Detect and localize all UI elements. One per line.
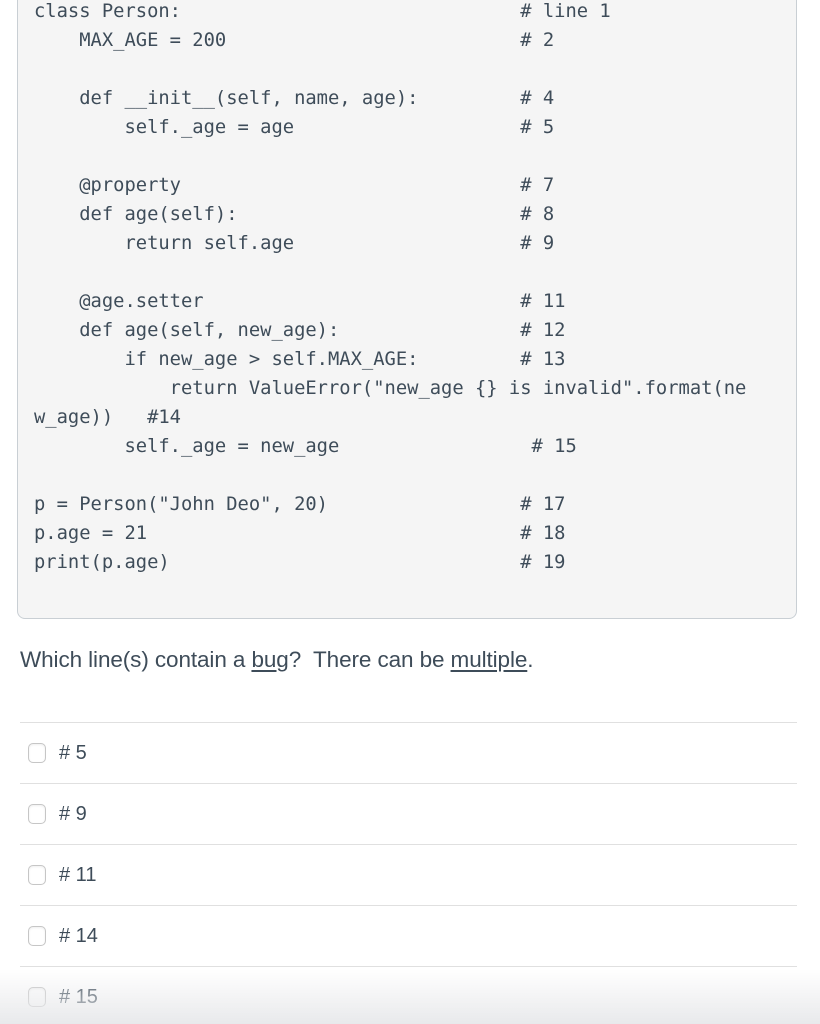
option-row[interactable]: # 11 xyxy=(20,844,797,905)
code-line: class Person: # line 1 xyxy=(34,1,611,22)
question-segment: . xyxy=(527,647,534,672)
checkbox[interactable] xyxy=(28,926,46,946)
option-row[interactable]: # 14 xyxy=(20,905,797,966)
option-row[interactable]: # 5 xyxy=(20,722,797,783)
code-line xyxy=(34,461,780,490)
code-line: return ValueError("new_age {} is invalid… xyxy=(34,378,747,399)
option-label: # 5 xyxy=(59,741,87,764)
code-line: self._age = age # 5 xyxy=(34,117,555,138)
options-list: # 5 # 9 # 11 # 14 # 15 xyxy=(20,722,797,1024)
code-line: return self.age # 9 xyxy=(34,233,555,254)
checkbox[interactable] xyxy=(28,865,46,885)
option-label: # 9 xyxy=(59,802,87,825)
checkbox[interactable] xyxy=(28,804,46,824)
code-line xyxy=(34,142,780,171)
option-label: # 14 xyxy=(59,924,98,947)
code-line: w_age)) #14 xyxy=(34,407,181,428)
checkbox[interactable] xyxy=(28,743,46,763)
code-line: MAX_AGE = 200 # 2 xyxy=(34,30,555,51)
question-underlined-word: multiple xyxy=(450,647,528,672)
question-segment: ? There can be xyxy=(288,647,451,672)
code-line: p.age = 21 # 18 xyxy=(34,523,566,544)
code-line: def __init__(self, name, age): # 4 xyxy=(34,88,555,109)
code-line xyxy=(34,258,780,287)
code-line xyxy=(34,55,780,84)
code-lines: class Person: # line 1 MAX_AGE = 200 # 2… xyxy=(34,0,780,606)
code-line: def age(self): # 8 xyxy=(34,204,555,225)
code-block: class Person: # line 1 MAX_AGE = 200 # 2… xyxy=(17,0,797,619)
code-line: if new_age > self.MAX_AGE: # 13 xyxy=(34,349,566,370)
checkbox[interactable] xyxy=(28,987,46,1007)
code-line: @age.setter # 11 xyxy=(34,291,566,312)
option-label: # 15 xyxy=(59,985,98,1008)
code-line xyxy=(34,577,780,606)
code-line: self._age = new_age # 15 xyxy=(34,436,577,457)
option-label: # 11 xyxy=(59,863,97,886)
code-line: print(p.age) # 19 xyxy=(34,552,566,573)
question-segment: Which line(s) contain a xyxy=(20,647,252,672)
question-underlined-word: bug xyxy=(251,647,289,672)
option-row[interactable]: # 9 xyxy=(20,783,797,844)
question-text: Which line(s) contain a bug? There can b… xyxy=(20,645,797,675)
code-line: @property # 7 xyxy=(34,175,555,196)
code-line: def age(self, new_age): # 12 xyxy=(34,320,566,341)
code-line: p = Person("John Deo", 20) # 17 xyxy=(34,494,566,515)
option-row[interactable]: # 15 xyxy=(20,966,797,1024)
